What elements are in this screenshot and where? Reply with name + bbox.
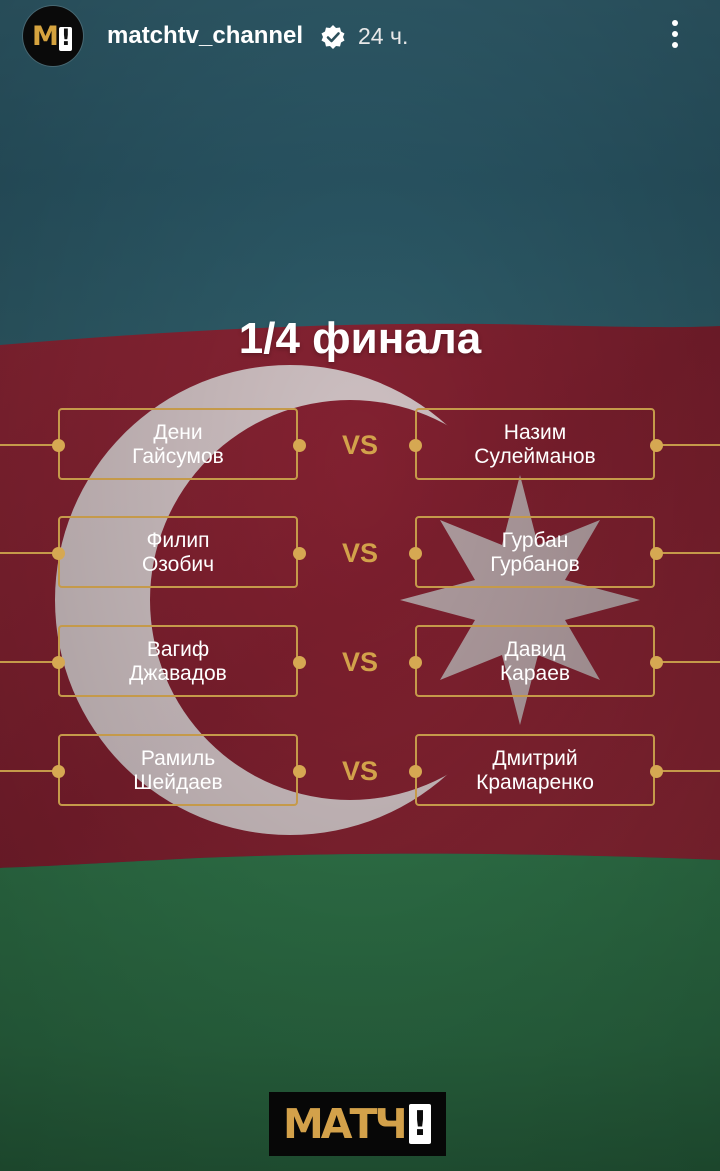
connector-line-right-outer — [655, 770, 720, 772]
player-name-line: Давид — [504, 638, 566, 661]
connector-dot — [650, 765, 663, 778]
connector-line-left-outer — [0, 661, 58, 663]
player-name-line: Рамиль — [140, 747, 216, 770]
connector-dot — [52, 439, 65, 452]
verified-badge-icon — [321, 25, 345, 49]
connector-line-left-outer — [0, 770, 58, 772]
connector-dot — [293, 765, 306, 778]
more-options-icon[interactable] — [668, 20, 682, 52]
brand-exclamation: ! — [409, 1104, 431, 1144]
connector-dot — [650, 656, 663, 669]
channel-username[interactable]: matchtv_channel — [107, 22, 304, 49]
connector-line-left-outer — [0, 444, 58, 446]
connector-line-right-outer — [655, 552, 720, 554]
player-name-line: Назим — [503, 421, 567, 444]
connector-dot — [52, 656, 65, 669]
vs-label: VS — [341, 756, 379, 786]
connector-dot — [409, 439, 422, 452]
connector-dot — [650, 547, 663, 560]
stage-title: 1/4 финала — [238, 314, 482, 363]
player-name-line: Караев — [499, 662, 571, 685]
player-name-line: Сулейманов — [474, 445, 596, 468]
player-name-line: Дмитрий — [492, 747, 578, 770]
player-name-line: Джавадов — [129, 662, 227, 685]
player-name-line: Гурбан — [501, 529, 569, 552]
post-time: 24 ч. — [358, 23, 409, 49]
player-name-line: Гайсумов — [132, 445, 224, 468]
brand-wordmark: МАТЧ — [283, 1100, 408, 1148]
connector-dot — [52, 765, 65, 778]
connector-line-right-outer — [655, 444, 720, 446]
vs-label: VS — [341, 538, 379, 568]
player-name-line: Гурбанов — [490, 553, 580, 576]
player-name-line: Крамаренко — [476, 771, 594, 794]
connector-dot — [52, 547, 65, 560]
player-name-line: Дени — [153, 421, 203, 444]
connector-dot — [293, 547, 306, 560]
connector-dot — [293, 439, 306, 452]
connector-dot — [409, 765, 422, 778]
connector-line-right-outer — [655, 661, 720, 663]
player-name-line: Вагиф — [146, 638, 210, 661]
player-name-line: Шейдаев — [133, 771, 223, 794]
player-name-line: Филип — [146, 529, 210, 552]
vs-label: VS — [341, 430, 379, 460]
connector-line-left-outer — [0, 552, 58, 554]
connector-dot — [650, 439, 663, 452]
avatar-logo: M! — [32, 21, 72, 52]
player-name-line: Озобич — [141, 553, 215, 576]
story-header: M! matchtv_channel 24 ч. — [0, 0, 720, 72]
connector-dot — [409, 656, 422, 669]
channel-avatar[interactable]: M! — [23, 6, 83, 66]
connector-dot — [293, 656, 306, 669]
match-tv-logo: МАТЧ ! — [269, 1092, 446, 1156]
vs-label: VS — [341, 647, 379, 677]
connector-dot — [409, 547, 422, 560]
